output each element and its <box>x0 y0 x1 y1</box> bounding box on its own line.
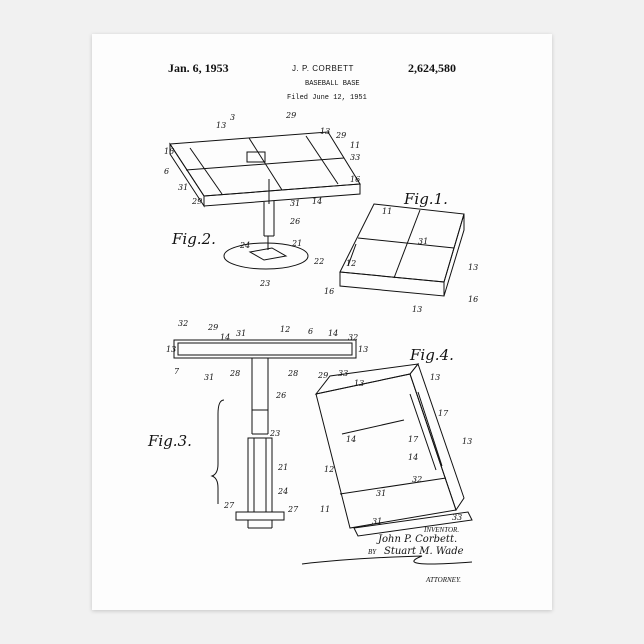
fig1-label: Fig.1. <box>404 190 448 208</box>
svg-text:31: 31 <box>204 373 214 382</box>
svg-text:11: 11 <box>320 505 330 514</box>
svg-text:7: 7 <box>174 367 180 376</box>
patent-poster: Jan. 6, 1953 J. P. CORBETT 2,624,580 BAS… <box>92 34 552 610</box>
svg-text:16: 16 <box>468 295 478 304</box>
svg-text:14: 14 <box>312 197 322 206</box>
svg-text:29: 29 <box>285 111 296 120</box>
svg-text:13: 13 <box>166 345 176 354</box>
svg-text:14: 14 <box>328 329 338 338</box>
svg-text:23: 23 <box>269 429 280 438</box>
fig4-label: Fig.4. <box>410 346 454 364</box>
svg-text:11: 11 <box>350 141 360 150</box>
svg-text:13: 13 <box>412 305 422 314</box>
svg-text:33: 33 <box>338 369 348 378</box>
svg-text:12: 12 <box>280 325 290 334</box>
inventor-label: INVENTOR. <box>424 526 459 534</box>
svg-text:23: 23 <box>259 279 270 288</box>
svg-text:33: 33 <box>452 513 462 522</box>
svg-text:33: 33 <box>350 153 360 162</box>
svg-text:12: 12 <box>346 259 356 268</box>
svg-text:12: 12 <box>324 465 334 474</box>
svg-text:32: 32 <box>412 475 422 484</box>
svg-text:27: 27 <box>287 505 299 514</box>
svg-text:17: 17 <box>408 435 419 444</box>
fig2-label: Fig.2. <box>172 230 216 248</box>
svg-text:29: 29 <box>207 323 218 332</box>
svg-text:16: 16 <box>350 175 360 184</box>
svg-text:28: 28 <box>229 369 240 378</box>
svg-text:31: 31 <box>290 199 300 208</box>
svg-text:32: 32 <box>178 319 188 328</box>
svg-text:22: 22 <box>313 257 324 266</box>
svg-text:27: 27 <box>223 501 235 510</box>
svg-text:29: 29 <box>335 131 346 140</box>
fig1-drawing <box>340 204 464 296</box>
svg-text:6: 6 <box>164 167 169 176</box>
svg-text:21: 21 <box>291 239 302 248</box>
svg-text:24: 24 <box>239 241 250 250</box>
svg-text:16: 16 <box>324 287 334 296</box>
svg-text:14: 14 <box>346 435 356 444</box>
svg-text:31: 31 <box>418 237 428 246</box>
svg-text:14: 14 <box>408 453 418 462</box>
by-label: BY <box>368 548 376 556</box>
svg-text:13: 13 <box>216 121 226 130</box>
attorney-signature: Stuart M. Wade <box>384 546 464 557</box>
svg-text:14: 14 <box>220 333 230 342</box>
fig3-drawing <box>174 340 356 528</box>
svg-text:13: 13 <box>358 345 368 354</box>
svg-text:11: 11 <box>382 207 392 216</box>
svg-text:13: 13 <box>320 127 330 136</box>
svg-text:13: 13 <box>430 373 440 382</box>
svg-text:6: 6 <box>308 327 313 336</box>
svg-text:29: 29 <box>191 197 202 206</box>
svg-text:16: 16 <box>164 147 174 156</box>
inventor-signature: John P. Corbett. <box>378 534 457 545</box>
svg-text:13: 13 <box>468 263 478 272</box>
svg-text:13: 13 <box>462 437 472 446</box>
svg-text:31: 31 <box>376 489 386 498</box>
svg-text:26: 26 <box>275 391 286 400</box>
svg-text:13: 13 <box>354 379 364 388</box>
patent-drawings: 13329 161329 11336 312916 311426 242122 … <box>92 34 552 610</box>
svg-text:31: 31 <box>178 183 188 192</box>
fig4-drawing <box>316 364 472 536</box>
svg-text:28: 28 <box>287 369 298 378</box>
reference-numerals: 13329 161329 11336 312916 311426 242122 … <box>164 111 478 526</box>
fig3-label: Fig.3. <box>148 432 192 450</box>
svg-text:24: 24 <box>277 487 288 496</box>
attorney-label: ATTORNEY. <box>426 576 461 584</box>
svg-text:31: 31 <box>236 329 246 338</box>
svg-text:21: 21 <box>277 463 288 472</box>
svg-text:3: 3 <box>230 113 235 122</box>
svg-text:26: 26 <box>289 217 300 226</box>
svg-text:17: 17 <box>438 409 449 418</box>
svg-text:31: 31 <box>372 517 382 526</box>
svg-text:29: 29 <box>317 371 328 380</box>
svg-text:32: 32 <box>348 333 358 342</box>
